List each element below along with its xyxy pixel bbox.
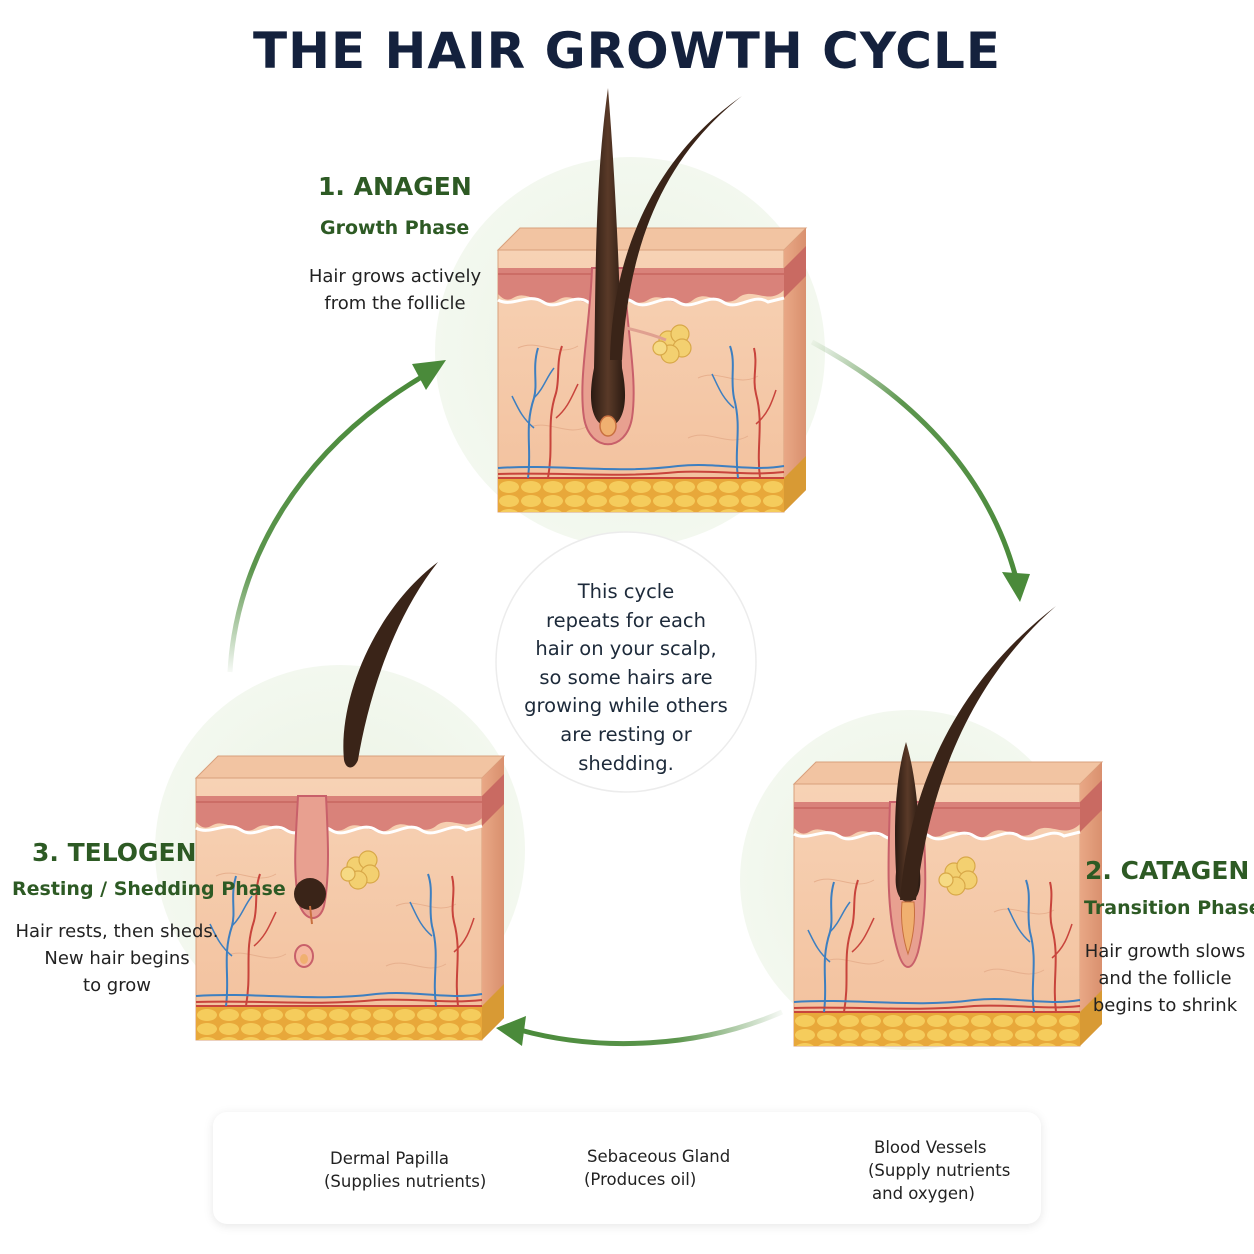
catagen-hair-shaft — [900, 606, 1056, 900]
phase-subtitle-catagen: Transition Phase — [1084, 897, 1254, 919]
catagen-skin-block — [792, 742, 1104, 1048]
phase-desc-catagen: Hair growth slows and the follicle begin… — [1078, 938, 1252, 1019]
legend-item-blood-vessels: Blood Vessels (Supply nutrients and oxyg… — [868, 1136, 1010, 1205]
explanation-line: shedding. — [578, 751, 674, 775]
phase-desc-line: Hair growth slows — [1084, 941, 1246, 962]
explanation-line: growing while others — [524, 694, 728, 718]
phase-desc-telogen: Hair rests, then sheds. New hair begins … — [10, 918, 224, 999]
legend-panel — [213, 1112, 1041, 1224]
page-title: THE HAIR GROWTH CYCLE — [253, 22, 1001, 80]
phase-name-catagen: 2. CATAGEN — [1085, 856, 1250, 885]
phase-desc-line: New hair begins — [44, 948, 190, 969]
anagen-dermal-papilla — [599, 415, 617, 437]
anagen-hair-shaft — [610, 96, 742, 360]
phase-desc-anagen: Hair grows actively from the follicle — [300, 263, 490, 317]
phase-desc-line: begins to shrink — [1092, 995, 1238, 1016]
phase-subtitle-anagen: Growth Phase — [320, 217, 470, 239]
telogen-hair-shaft — [343, 562, 438, 768]
explanation-line: hair on your scalp, — [535, 637, 717, 661]
cycle-explanation: This cycle repeats for each hair on your… — [510, 578, 742, 778]
phase-name-telogen: 3. TELOGEN — [32, 838, 197, 867]
legend-label: (Supplies nutrients) — [324, 1172, 487, 1191]
arrow-catagen-to-telogen — [496, 1009, 784, 1047]
phase-subtitle-telogen: Resting / Shedding Phase — [12, 878, 286, 900]
explanation-line: so some hairs are — [539, 665, 713, 689]
anagen-skin-block — [496, 88, 808, 514]
legend-label: Sebaceous Gland — [587, 1147, 731, 1166]
legend-label: and oxygen) — [872, 1184, 975, 1203]
phase-desc-line: and the follicle — [1098, 968, 1232, 989]
legend-label: (Supply nutrients — [868, 1161, 1011, 1180]
phase-desc-line: Hair rests, then sheds. — [15, 921, 219, 942]
phase-desc-line: Hair grows actively — [308, 266, 482, 287]
explanation-line: This cycle — [577, 580, 675, 603]
legend-item-dermal-papilla: Dermal Papilla (Supplies nutrients) — [324, 1147, 486, 1193]
phase-desc-line: from the follicle — [324, 293, 466, 314]
legend-item-sebaceous-gland: Sebaceous Gland (Produces oil) — [584, 1145, 730, 1191]
legend-label: Dermal Papilla — [330, 1149, 450, 1168]
explanation-line: repeats for each — [546, 608, 706, 632]
phase-desc-line: to grow — [83, 975, 151, 996]
arrow-anagen-to-catagen — [810, 339, 1030, 602]
center-circle — [495, 531, 757, 793]
legend-label: Blood Vessels — [874, 1138, 987, 1157]
telogen-skin-block — [194, 754, 506, 1042]
arrow-telogen-to-anagen — [227, 360, 446, 673]
explanation-line: are resting or — [560, 722, 692, 746]
phase-name-anagen: 1. ANAGEN — [318, 172, 472, 201]
legend-label: (Produces oil) — [584, 1170, 697, 1189]
